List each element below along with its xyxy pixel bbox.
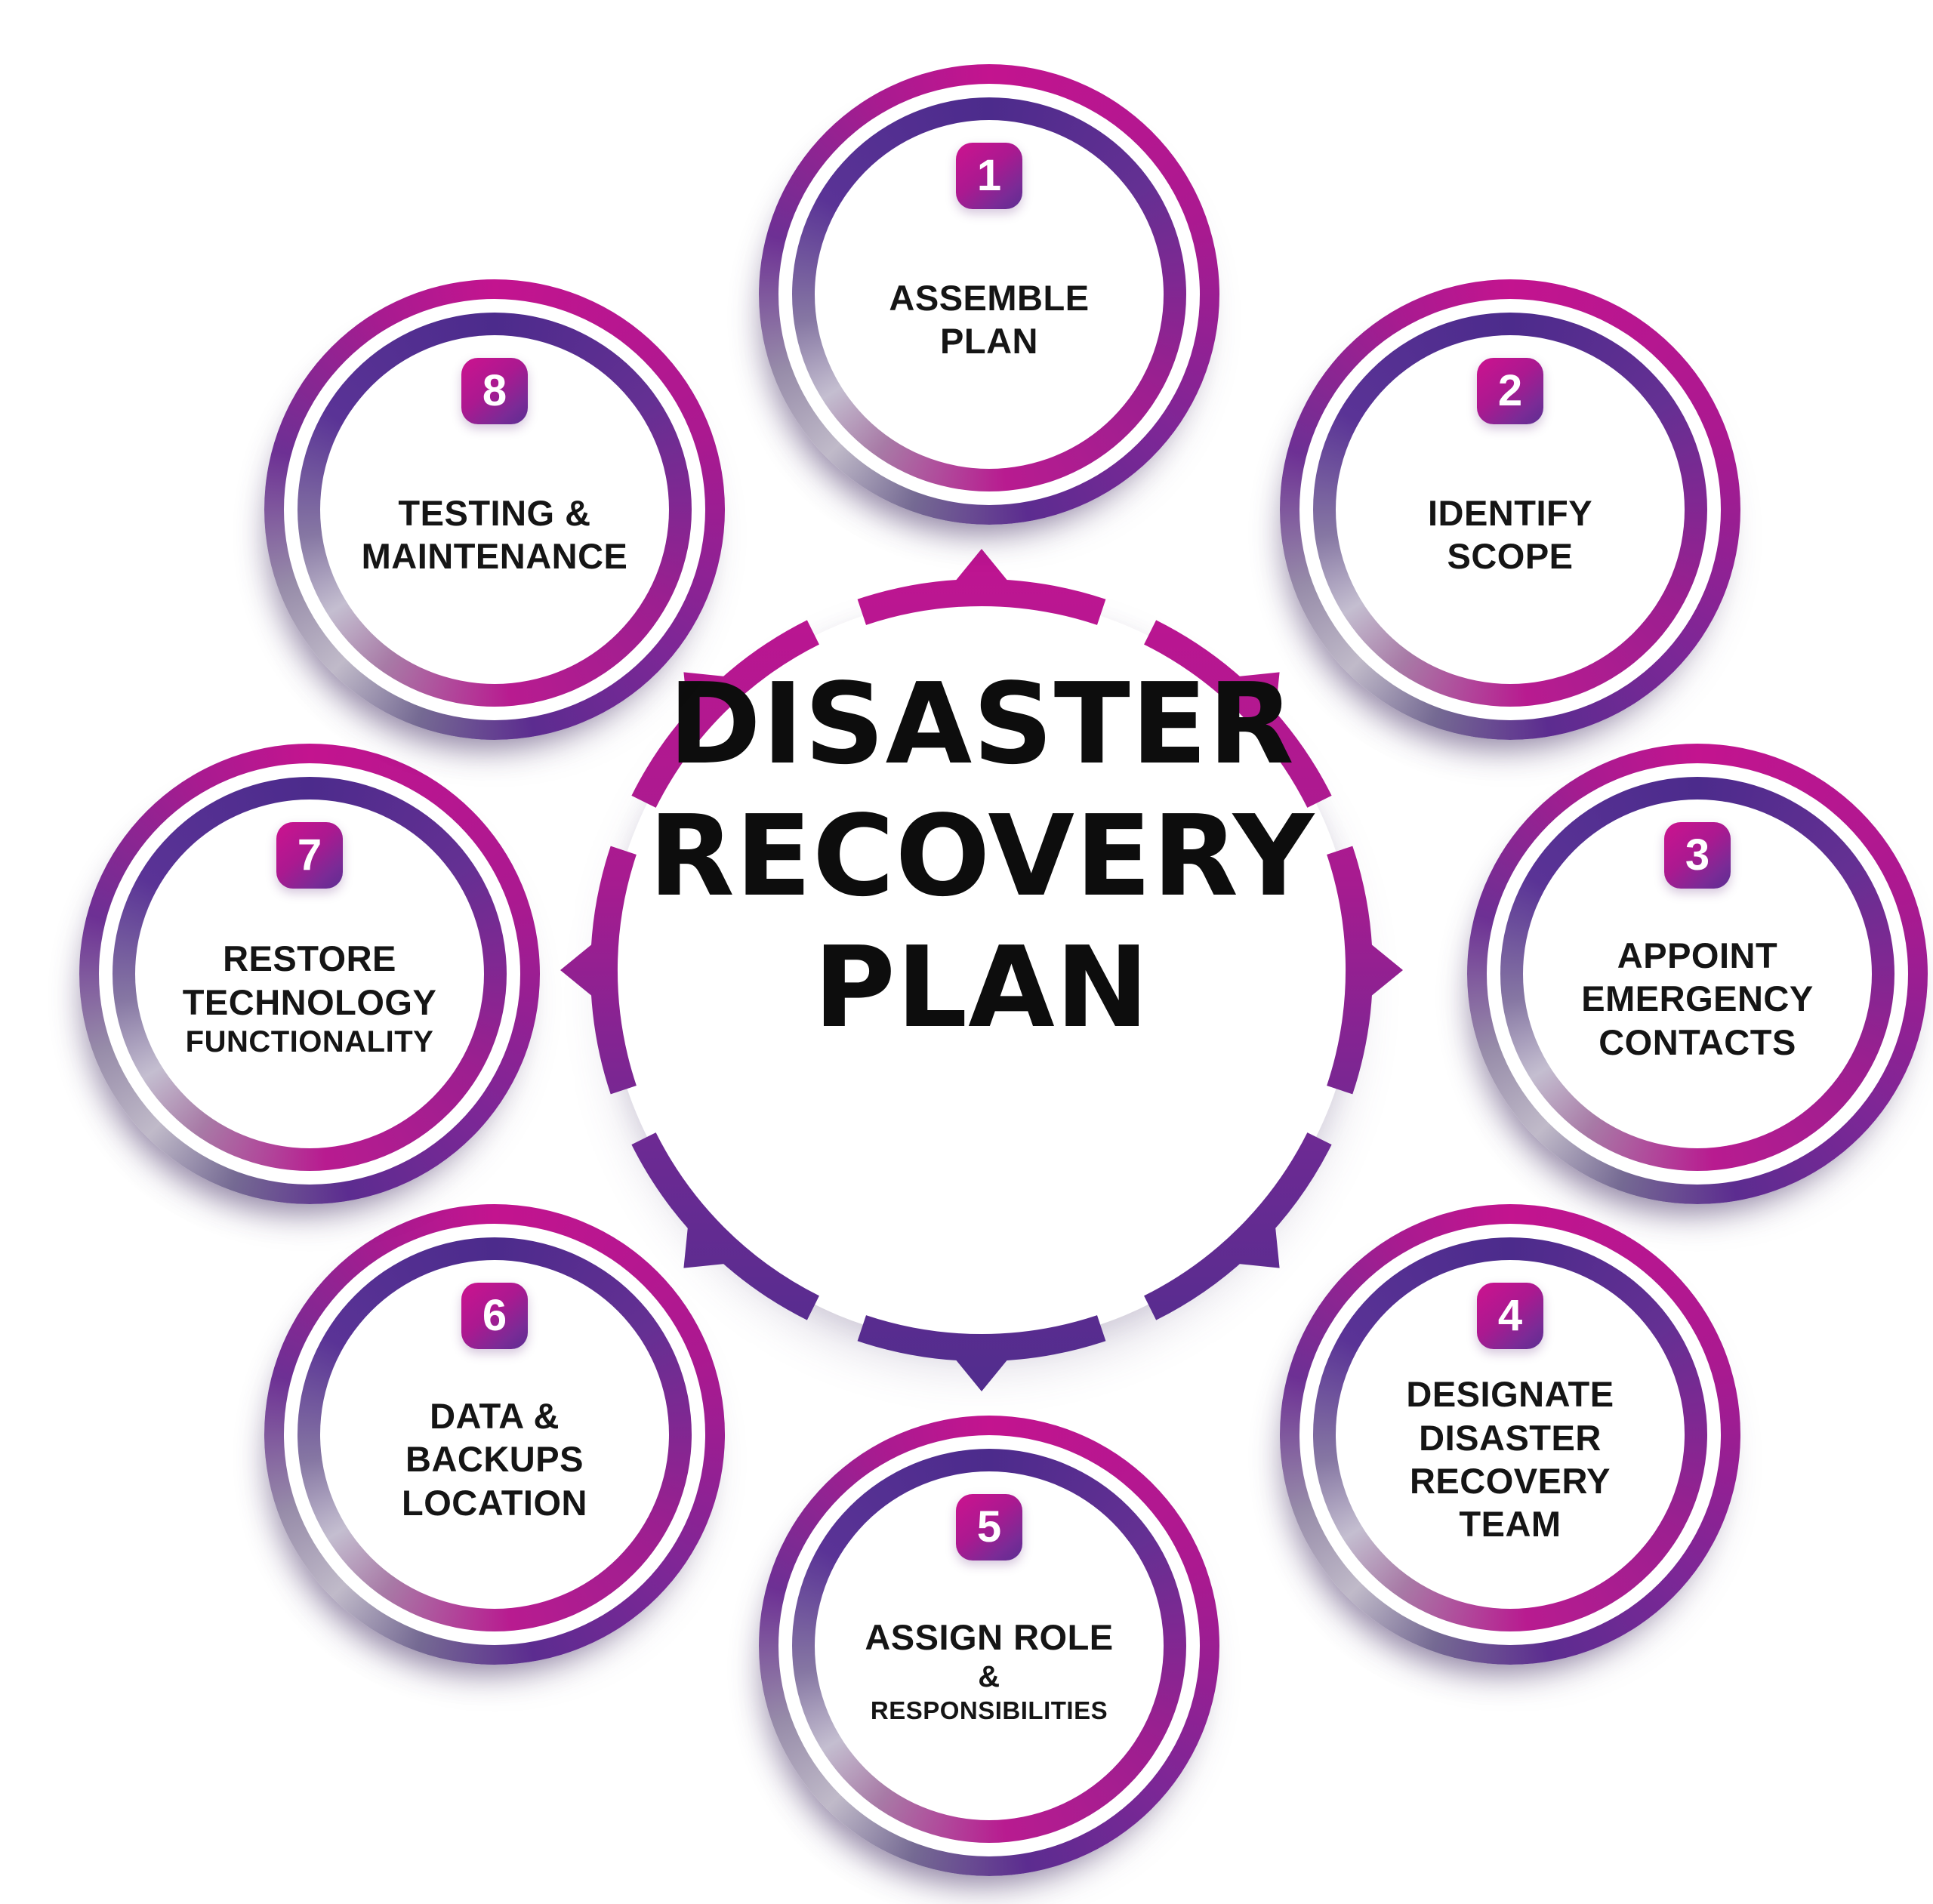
- step-content: 8 TESTING &MAINTENANCE: [320, 335, 669, 684]
- step-number: 7: [297, 830, 322, 880]
- step-title-line: RECOVERY: [1409, 1461, 1611, 1501]
- diagram-title: DISASTER RECOVERY PLAN: [529, 658, 1435, 1054]
- step-title-line: IDENTIFY: [1427, 492, 1593, 533]
- step-title-line: DATA &: [430, 1396, 560, 1436]
- step-title-line: LOCATION: [402, 1482, 587, 1523]
- step-number-badge: 6: [461, 1283, 528, 1349]
- step-number: 3: [1685, 830, 1710, 880]
- step-title-line: EMERGENCY: [1581, 978, 1814, 1019]
- step-number-badge: 8: [461, 358, 528, 424]
- step-title-line: SCOPE: [1447, 536, 1574, 576]
- diagram-title-line-1: DISASTER: [668, 659, 1295, 789]
- center-disc: [608, 596, 1355, 1344]
- step-title: TESTING &MAINTENANCE: [362, 424, 628, 684]
- step-number: 5: [976, 1502, 1002, 1551]
- step-number: 1: [976, 151, 1002, 200]
- step-title-line: &: [978, 1660, 1000, 1694]
- step-title-line: MAINTENANCE: [361, 536, 628, 576]
- step-inner-ring: 8 TESTING &MAINTENANCE: [298, 313, 692, 707]
- step-title-line: APPOINT: [1617, 935, 1778, 975]
- step-title-line: ASSIGN ROLE: [865, 1616, 1114, 1657]
- step-number-badge: 2: [1477, 358, 1543, 424]
- step-title-line: RESTORE: [223, 938, 396, 979]
- step-title-line: TESTING &: [398, 492, 591, 533]
- center-dashed-ring: [560, 549, 1403, 1391]
- step-inner-ring: 5 ASSIGN ROLE&RESPONSIBILITIES: [792, 1449, 1186, 1843]
- step-circle-8: 8 TESTING &MAINTENANCE: [264, 279, 725, 740]
- step-title-line: DESIGNATE: [1406, 1374, 1614, 1415]
- step-outer-gap: 8 TESTING &MAINTENANCE: [284, 299, 705, 720]
- step-number-badge: 1: [956, 143, 1022, 209]
- step-title-line: FUNCTIONALITY: [185, 1024, 434, 1058]
- step-title-line: BACKUPS: [405, 1439, 584, 1480]
- step-outer-gap: 5 ASSIGN ROLE&RESPONSIBILITIES: [778, 1435, 1200, 1856]
- step-number-badge: 7: [276, 822, 343, 889]
- diagram-title-line-3: PLAN: [813, 923, 1150, 1053]
- step-number: 8: [482, 366, 507, 415]
- step-number-badge: 5: [956, 1494, 1022, 1560]
- step-title-line: TECHNOLOGY: [182, 981, 437, 1022]
- step-content: 5 ASSIGN ROLE&RESPONSIBILITIES: [815, 1471, 1164, 1820]
- step-number-badge: 3: [1664, 822, 1731, 889]
- diagram-title-line-2: RECOVERY: [648, 790, 1315, 921]
- step-title-line: DISASTER: [1419, 1417, 1602, 1458]
- step-title-line: PLAN: [940, 321, 1038, 361]
- step-title: ASSIGN ROLE&RESPONSIBILITIES: [865, 1560, 1113, 1820]
- step-number: 4: [1497, 1291, 1523, 1340]
- step-title-line: CONTACTS: [1599, 1021, 1796, 1062]
- step-number-badge: 4: [1477, 1283, 1543, 1349]
- step-title-line: RESPONSIBILITIES: [870, 1696, 1108, 1724]
- step-title-line: TEAM: [1459, 1504, 1562, 1545]
- step-number: 6: [482, 1291, 507, 1340]
- step-title-line: ASSEMBLE: [889, 277, 1090, 318]
- step-number: 2: [1497, 366, 1523, 415]
- step-circle-5: 5 ASSIGN ROLE&RESPONSIBILITIES: [759, 1416, 1219, 1876]
